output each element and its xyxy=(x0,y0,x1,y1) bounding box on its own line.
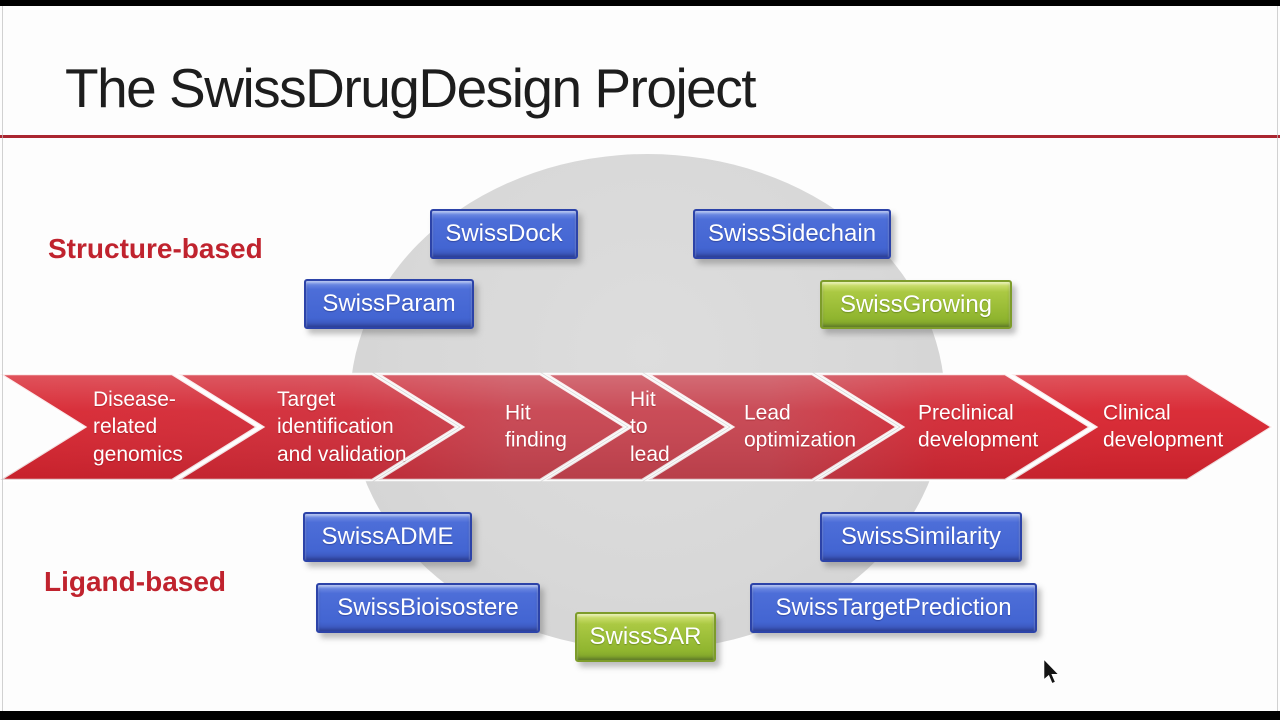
pipeline-shine-1 xyxy=(0,374,257,480)
pipeline-shine-5 xyxy=(648,374,897,480)
tool-swisssar[interactable]: SwissSAR xyxy=(575,612,716,662)
pipeline-shine-3 xyxy=(378,374,625,480)
slide-title: The SwissDrugDesign Project xyxy=(65,57,757,119)
pipeline-shine-4 xyxy=(546,374,727,480)
pipeline-shine-6 xyxy=(818,374,1090,480)
slide-right-edge xyxy=(1277,6,1278,711)
tool-swissparam[interactable]: SwissParam xyxy=(304,279,474,329)
pipeline-shine-2 xyxy=(178,374,457,480)
ligand-based-label: Ligand-based xyxy=(44,566,227,597)
pipeline-stage-label-3: Hit finding xyxy=(505,401,567,452)
slide-left-edge xyxy=(2,6,3,711)
letterbox-top xyxy=(0,0,1280,6)
pipeline-shine-7 xyxy=(1011,374,1272,480)
pipeline-stage-label-7: Clinical development xyxy=(1103,401,1224,452)
tool-swisssimilarity[interactable]: SwissSimilarity xyxy=(820,512,1022,562)
pipeline-stage-label-5: Lead optimization xyxy=(744,401,857,452)
tool-swissdock[interactable]: SwissDock xyxy=(430,209,578,259)
pipeline-stage-label-4: Hit to lead xyxy=(630,388,670,466)
tool-swissadme[interactable]: SwissADME xyxy=(303,512,472,562)
pipeline-stage-label-1: Disease- related genomics xyxy=(93,388,183,466)
pipeline-stage-label-6: Preclinical development xyxy=(918,401,1039,452)
tool-swisssidechain[interactable]: SwissSidechain xyxy=(693,209,891,259)
structure-based-label: Structure-based xyxy=(48,233,263,264)
title-underline xyxy=(0,135,1280,138)
tool-swissbioisostere[interactable]: SwissBioisostere xyxy=(316,583,540,633)
letterbox-bottom xyxy=(0,711,1280,720)
pipeline-stage-label-2: Target identification and validation xyxy=(277,388,407,466)
tool-swissgrowing[interactable]: SwissGrowing xyxy=(820,280,1012,329)
mouse-pointer-icon xyxy=(1043,659,1060,685)
tool-swisstargetprediction[interactable]: SwissTargetPrediction xyxy=(750,583,1037,633)
